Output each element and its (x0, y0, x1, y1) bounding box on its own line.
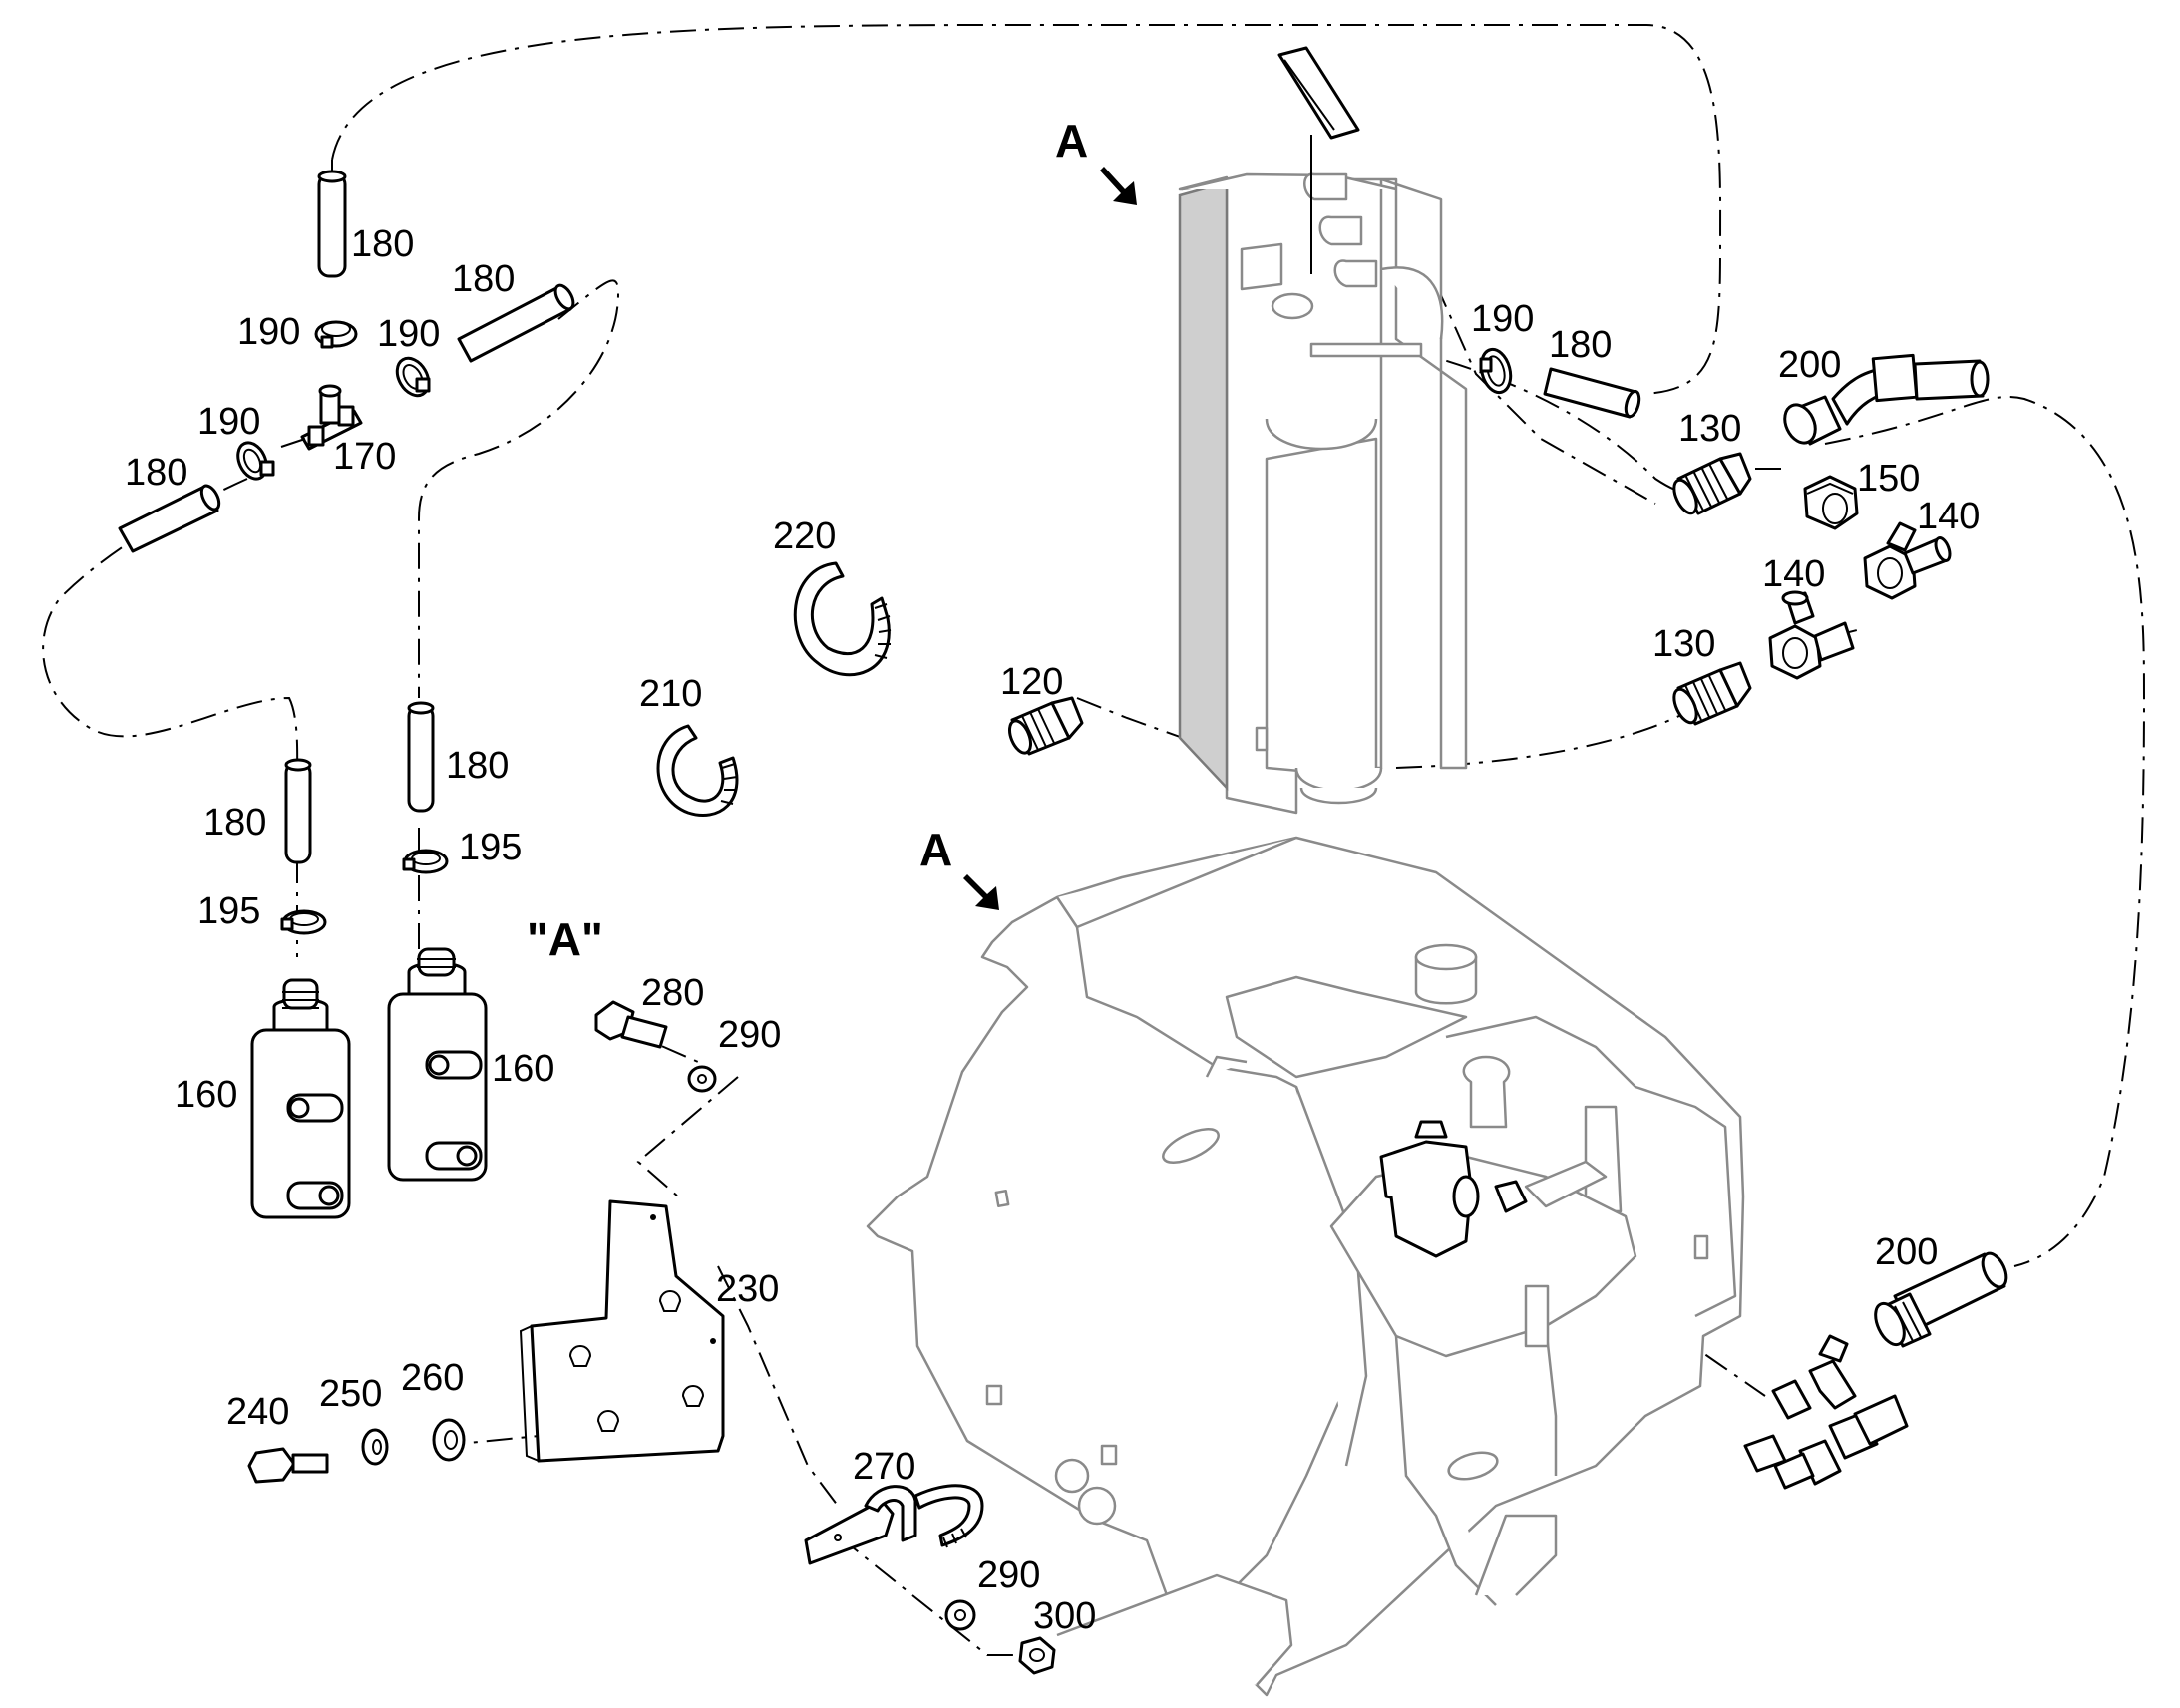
callout-210: 210 (639, 673, 702, 715)
callout-250: 250 (319, 1373, 382, 1415)
clamp-195-left (280, 909, 327, 935)
callout-130: 130 (1652, 623, 1715, 665)
bracket-230 (519, 1199, 725, 1463)
callout-220: 220 (773, 515, 836, 557)
callout-260: 260 (401, 1357, 464, 1399)
tee-140-lower (1768, 590, 1855, 680)
callout-290: 290 (977, 1554, 1040, 1596)
tee-140-upper (1863, 521, 1952, 600)
hose-180-left (118, 484, 221, 553)
reservoir-160-left (250, 978, 351, 1219)
cap-strip (1277, 46, 1360, 274)
callout-160: 160 (175, 1074, 237, 1116)
callout-130: 130 (1678, 408, 1741, 450)
callout-180: 180 (1549, 324, 1612, 366)
hose-180-top (317, 170, 347, 278)
elbow-fittings-lower (1743, 1334, 1909, 1490)
callout-140: 140 (1762, 553, 1825, 595)
callout-120: 120 (1000, 661, 1063, 703)
washer-290-bottom (944, 1599, 976, 1631)
callout-195: 195 (459, 827, 522, 868)
strap-210 (656, 724, 739, 818)
filter-valve (1379, 1055, 1608, 1258)
callout-180: 180 (125, 452, 187, 494)
callout-300: 300 (1033, 1595, 1096, 1637)
clamp-190-right (395, 356, 431, 398)
callout-160: 160 (492, 1048, 554, 1090)
clamp-190-left (236, 441, 275, 481)
clamp-195-right (402, 849, 449, 874)
elbow-200-upper (1783, 353, 1990, 446)
clamp-190-radiator (1479, 347, 1513, 395)
washer-290-top (687, 1065, 717, 1093)
view-labels: A A "A" (527, 115, 1088, 965)
nut-150 (1803, 475, 1859, 530)
hose-180-radiator (1543, 367, 1641, 419)
callout-190: 190 (237, 311, 300, 353)
hose-180-upper-right (457, 283, 575, 363)
frame-tank-assembly (866, 836, 1745, 1697)
bracket-270 (804, 1484, 984, 1565)
callout-180: 180 (351, 223, 414, 265)
callout-270: 270 (853, 1446, 915, 1488)
washer-250 (361, 1428, 389, 1466)
callout-180: 180 (452, 258, 515, 300)
fitting-120 (1008, 696, 1084, 756)
callout-140: 140 (1917, 496, 1980, 537)
detail-view-label: "A" (527, 913, 603, 965)
view-arrow-icon (1100, 167, 1137, 205)
callout-240: 240 (226, 1391, 289, 1433)
callout-230: 230 (716, 1268, 779, 1310)
callout-190: 190 (377, 313, 440, 355)
callout-195: 195 (197, 890, 260, 932)
hose-200-lower (1874, 1251, 2008, 1348)
nut-300 (1018, 1636, 1056, 1675)
tee-fitting-170 (280, 384, 363, 451)
view-arrow-icon (963, 874, 999, 910)
fitting-130-upper (1672, 452, 1752, 515)
callout-150: 150 (1857, 458, 1920, 500)
callout-labels: 180 180 190 190 190 170 180 180 180 195 … (125, 223, 1980, 1637)
callout-190: 190 (1471, 298, 1534, 340)
bolt-280 (594, 1000, 668, 1049)
strap-220 (793, 561, 892, 677)
callout-200: 200 (1875, 1231, 1938, 1273)
hose-180-mid-right (407, 701, 435, 813)
clamp-190-top (314, 320, 358, 349)
callout-290: 290 (718, 1014, 781, 1056)
callout-200: 200 (1778, 344, 1841, 386)
washer-260 (432, 1418, 466, 1462)
callout-180: 180 (446, 745, 509, 787)
callout-170: 170 (333, 436, 396, 478)
radiator-assembly (1178, 172, 1468, 815)
hose-180-mid-left (284, 758, 312, 864)
callout-180: 180 (203, 802, 266, 844)
view-marker-a-frame: A (919, 824, 952, 875)
view-marker-a-top: A (1055, 115, 1088, 167)
callout-190: 190 (197, 401, 260, 443)
reservoir-160-right (387, 947, 488, 1182)
bolt-240 (247, 1447, 329, 1484)
callout-280: 280 (641, 972, 704, 1014)
fitting-130-lower (1672, 661, 1752, 726)
